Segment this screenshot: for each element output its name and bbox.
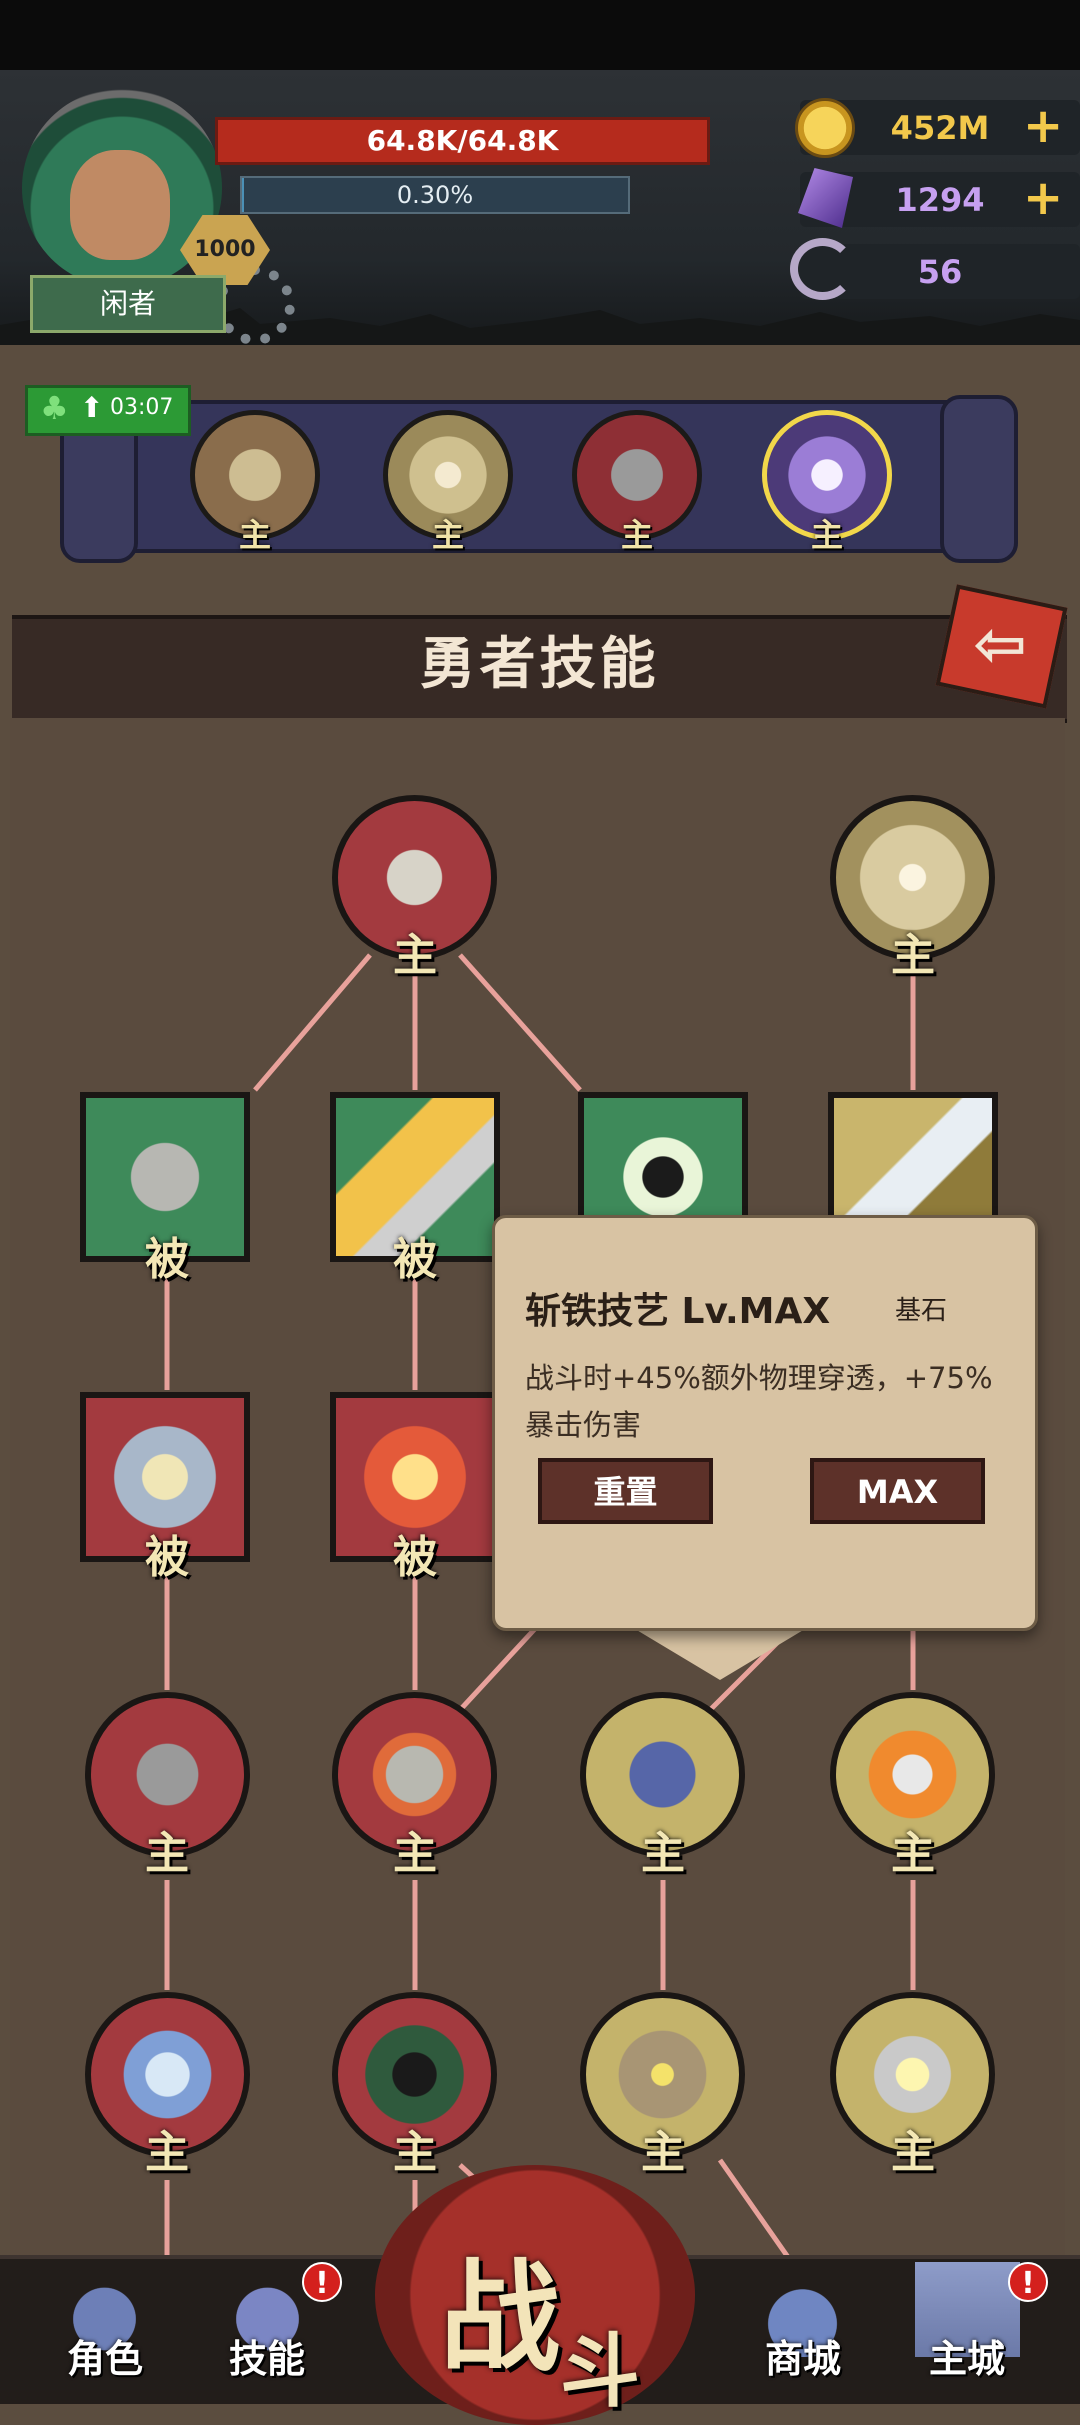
skill-notification-badge: !	[302, 2262, 342, 2302]
node-tag: 被	[145, 1234, 189, 1285]
gold-coin-icon	[795, 98, 855, 158]
whirlwind-icon[interactable]	[85, 1992, 250, 2157]
add-crystal-button[interactable]: +	[1023, 170, 1064, 226]
node-tag: 主	[891, 2127, 935, 2178]
blade-slash-skill-icon[interactable]	[572, 410, 702, 540]
buff-timer-text: 03:07	[110, 395, 174, 420]
popup-keystone-badge: 基石	[895, 1296, 948, 1326]
node-tag: 主	[891, 930, 935, 981]
clover-icon: ♣	[40, 389, 69, 427]
hp-text: 64.8K/64.8K	[366, 124, 559, 157]
stone-fist-icon[interactable]	[80, 1092, 250, 1262]
arrow-up-icon: ⬆	[80, 391, 104, 424]
sword-shield-icon[interactable]	[80, 1392, 250, 1562]
node-tag: 主	[145, 1828, 189, 1879]
nav-shop-label[interactable]: 商城	[764, 2337, 841, 2381]
popup-description: 战斗时+45%额外物理穿透，+75%暴击伤害	[525, 1361, 993, 1442]
skill-detail-popup	[492, 1215, 1038, 1631]
node-tag: 被	[393, 1532, 437, 1583]
avatar-face	[70, 150, 170, 260]
castle-icon	[915, 2262, 1020, 2357]
crystal-value: 1294	[895, 181, 985, 219]
xp-bar-fill	[242, 178, 244, 212]
explosion-sword-icon[interactable]	[330, 1392, 500, 1562]
slot-tag: 主	[810, 516, 843, 554]
player-name: 闲者	[30, 275, 226, 333]
angel-wings-skill-icon[interactable]	[762, 410, 892, 540]
node-tag: 主	[145, 2127, 189, 2178]
flame-blade-icon[interactable]	[330, 1092, 500, 1262]
node-tag: 被	[393, 1234, 437, 1285]
max-button[interactable]: MAX	[810, 1458, 985, 1524]
node-tag: 主	[393, 1828, 437, 1879]
hooded-assassin-icon[interactable]	[332, 1992, 497, 2157]
tent-shop-icon	[750, 2262, 855, 2357]
node-tag: 主	[641, 1828, 685, 1879]
rune-circle-icon[interactable]	[830, 795, 995, 960]
gold-value: 452M	[890, 109, 990, 147]
xp-bar	[240, 176, 630, 214]
nav-skill-label[interactable]: 技能	[228, 2337, 305, 2381]
slot-tag: 主	[431, 516, 464, 554]
banner-scroll-right	[940, 395, 1018, 563]
add-gold-button[interactable]: +	[1023, 98, 1064, 154]
page-title: 勇者技能	[419, 632, 660, 697]
node-tag: 主	[393, 2127, 437, 2178]
horn-value: 56	[917, 253, 963, 291]
chain-whip-icon[interactable]	[580, 1692, 745, 1857]
back-arrow-icon: ⇦	[973, 608, 1027, 682]
buff-timer[interactable]	[25, 385, 191, 436]
slot-tag: 主	[620, 516, 653, 554]
reset-button[interactable]: 重置	[538, 1458, 713, 1524]
slot-tag: 主	[238, 516, 271, 554]
node-tag: 被	[145, 1532, 189, 1583]
fire-blade-icon[interactable]	[830, 1692, 995, 1857]
node-tag: 主	[891, 1828, 935, 1879]
hp-bar	[215, 117, 710, 165]
node-tag: 主	[641, 2127, 685, 2178]
helmet-icon	[52, 2262, 157, 2357]
city-notification-badge: !	[1008, 2262, 1048, 2302]
battle-label: 战斗	[440, 2249, 640, 2418]
nav-city-label[interactable]: 主城	[928, 2337, 1005, 2381]
xp-text: 0.30%	[396, 181, 474, 209]
popup-skill-name: 斩铁技艺 Lv.MAX	[525, 1291, 831, 1332]
axe-skill-icon[interactable]	[190, 410, 320, 540]
title-bar	[12, 615, 1067, 723]
node-tag: 主	[393, 930, 437, 981]
dual-blade-icon[interactable]	[85, 1692, 250, 1857]
claw-slash-icon[interactable]	[332, 795, 497, 960]
lightning-blade-icon[interactable]	[830, 1992, 995, 2157]
nav-role-label[interactable]: 角色	[66, 2337, 143, 2381]
battle-button[interactable]	[375, 2165, 695, 2425]
rune-circle-skill-icon[interactable]	[383, 410, 513, 540]
axe-spark-icon[interactable]	[580, 1992, 745, 2157]
ram-horn-icon	[790, 238, 855, 300]
hammer-icon[interactable]	[332, 1692, 497, 1857]
system-status-bar	[0, 0, 1080, 70]
